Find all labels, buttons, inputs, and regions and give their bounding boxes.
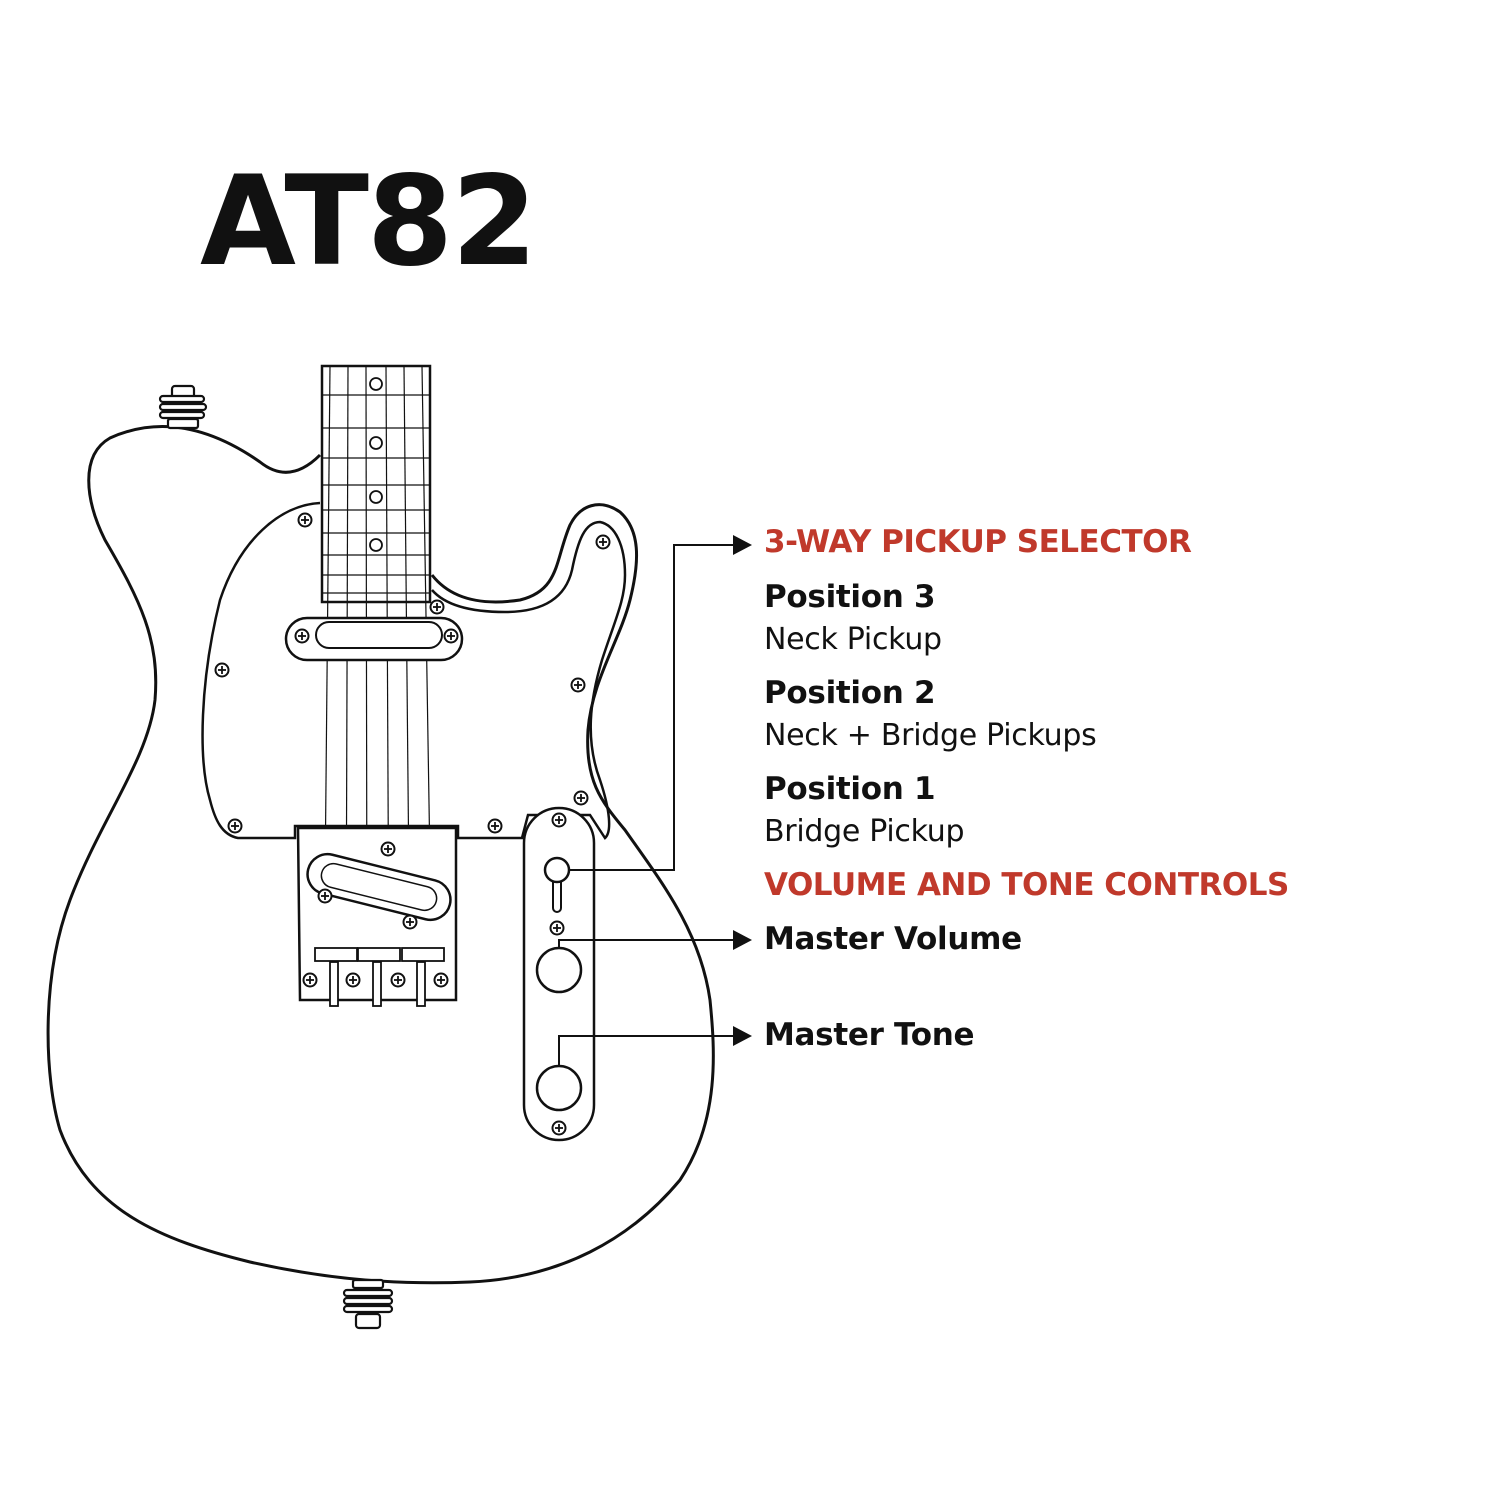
tone-arrow [733,1026,752,1046]
position-3-description: Neck Pickup [764,622,942,657]
fretboard [320,364,432,604]
volume-leader [558,939,735,948]
bottom-strap-button [342,1278,394,1330]
bridge-assembly [296,826,458,1007]
position-2-description: Neck + Bridge Pickups [764,718,1097,753]
pickup-selector-heading: 3-WAY PICKUP SELECTOR [764,524,1192,560]
volume-arrow [733,930,752,950]
master-tone-label: Master Tone [764,1017,975,1053]
master-volume-label: Master Volume [764,921,1022,957]
position-3-title: Position 3 [764,579,936,615]
top-strap-button [158,384,208,430]
guitar-body-outline [46,425,715,1285]
bridge-saddles [314,947,445,1007]
neck-pickup [284,616,464,662]
fret-lines [322,394,430,594]
callout-arrows [733,535,752,1046]
selector-leader [568,544,735,871]
callout-leaders [558,544,735,1066]
position-2-title: Position 2 [764,675,936,711]
selector-arrow [733,535,752,555]
bridge-pickup [306,852,452,922]
tone-knob [535,1064,583,1112]
fret-markers [369,377,383,552]
position-1-description: Bridge Pickup [764,814,965,849]
model-title: AT82 [200,150,537,294]
volume-knob [535,946,583,994]
pickguard-outline [201,501,627,840]
position-1-title: Position 1 [764,771,936,807]
tone-leader [558,1035,735,1066]
control-plate [522,806,596,1142]
controls-heading: VOLUME AND TONE CONTROLS [764,867,1289,903]
